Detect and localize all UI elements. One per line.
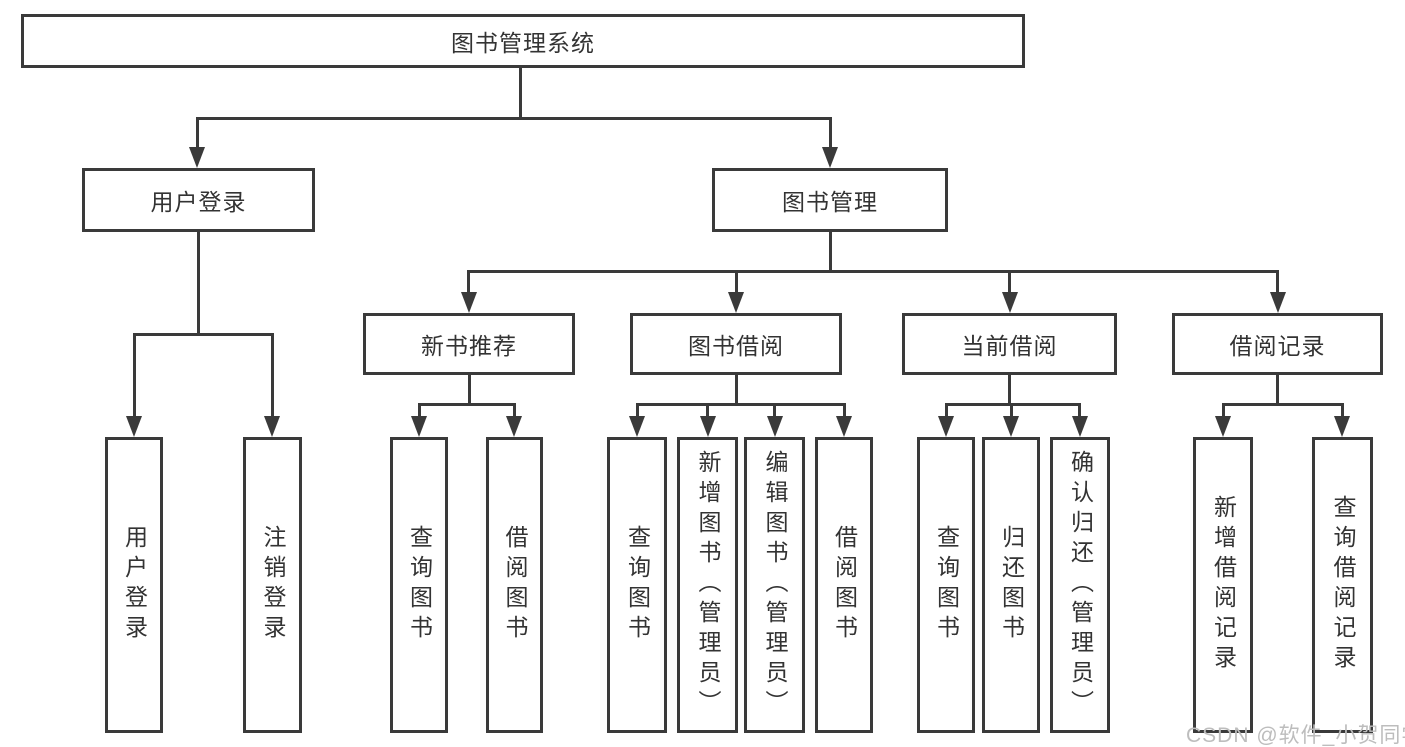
- leaf-query-book-recommend: 查询图书: [390, 437, 448, 733]
- arrowhead-icon: [728, 292, 744, 313]
- leaf-label: 借阅图书: [831, 525, 858, 645]
- leaf-label: 查询图书: [933, 525, 960, 645]
- node-book-borrow: 图书借阅: [630, 313, 842, 375]
- connector-segment: [636, 403, 845, 406]
- leaf-query-borrow-record: 查询借阅记录: [1312, 437, 1373, 733]
- leaf-borrow-book: 借阅图书: [815, 437, 873, 733]
- connector-segment: [945, 403, 1081, 406]
- arrowhead-icon: [822, 147, 838, 168]
- connector-segment: [1222, 403, 1225, 419]
- connector-segment: [636, 403, 639, 419]
- leaf-add-book-admin: 新增图书（管理员）: [677, 437, 738, 733]
- node-new-book-recommend: 新书推荐: [363, 313, 575, 375]
- node-label: 图书借阅: [688, 333, 784, 359]
- leaf-user-login: 用户登录: [105, 437, 163, 733]
- connector-segment: [196, 117, 832, 120]
- connector-segment: [197, 230, 200, 336]
- arrowhead-icon: [938, 416, 954, 437]
- arrowhead-icon: [767, 416, 783, 437]
- arrowhead-icon: [1215, 416, 1231, 437]
- node-label: 新书推荐: [421, 333, 517, 359]
- node-label: 借阅记录: [1229, 333, 1326, 359]
- leaf-logout: 注销登录: [243, 437, 302, 733]
- node-borrow-records: 借阅记录: [1172, 313, 1383, 375]
- connector-segment: [843, 403, 846, 419]
- leaf-label: 借阅图书: [502, 525, 528, 645]
- connector-segment: [1222, 403, 1344, 406]
- connector-segment: [519, 66, 522, 119]
- arrowhead-icon: [1270, 292, 1286, 313]
- node-root-label: 图书管理系统: [451, 30, 595, 56]
- connector-segment: [196, 117, 199, 150]
- connector-segment: [467, 270, 470, 296]
- leaf-label: 查询图书: [624, 525, 651, 645]
- connector-segment: [945, 403, 948, 419]
- leaf-label: 新增图书（管理员）: [695, 450, 721, 720]
- connector-segment: [735, 270, 738, 296]
- node-label: 图书管理: [782, 189, 878, 215]
- node-user-login: 用户登录: [82, 168, 315, 232]
- arrowhead-icon: [700, 416, 716, 437]
- connector-segment: [1341, 403, 1344, 419]
- arrowhead-icon: [629, 416, 645, 437]
- node-label: 用户登录: [150, 189, 247, 215]
- connector-segment: [133, 333, 136, 419]
- arrowhead-icon: [836, 416, 852, 437]
- connector-segment: [133, 333, 274, 336]
- connector-segment: [468, 373, 471, 406]
- arrowhead-icon: [126, 416, 142, 437]
- leaf-label: 编辑图书（管理员）: [762, 450, 788, 720]
- arrowhead-icon: [506, 416, 522, 437]
- leaf-label: 注销登录: [260, 525, 286, 645]
- arrowhead-icon: [461, 292, 477, 313]
- connector-segment: [1010, 403, 1013, 419]
- leaf-label: 用户登录: [121, 525, 148, 645]
- leaf-return-book: 归还图书: [982, 437, 1040, 733]
- node-root: 图书管理系统: [21, 14, 1025, 68]
- arrowhead-icon: [1072, 416, 1088, 437]
- leaf-add-borrow-record: 新增借阅记录: [1193, 437, 1253, 733]
- connector-segment: [735, 373, 738, 406]
- connector-segment: [418, 403, 515, 406]
- connector-segment: [1078, 403, 1081, 419]
- connector-segment: [271, 333, 274, 419]
- connector-segment: [1008, 270, 1011, 296]
- connector-segment: [513, 403, 516, 419]
- arrowhead-icon: [1002, 292, 1018, 313]
- arrowhead-icon: [1003, 416, 1019, 437]
- connector-segment: [773, 403, 776, 419]
- leaf-confirm-return-admin: 确认归还（管理员）: [1050, 437, 1110, 733]
- leaf-label: 确认归还（管理员）: [1067, 450, 1094, 720]
- leaf-label: 归还图书: [998, 525, 1025, 645]
- connector-segment: [467, 270, 1279, 273]
- connector-segment: [1276, 373, 1279, 406]
- node-book-management: 图书管理: [712, 168, 948, 232]
- connector-segment: [1276, 270, 1279, 296]
- connector-segment: [829, 230, 832, 273]
- leaf-query-book-borrow: 查询图书: [607, 437, 667, 733]
- leaf-label: 查询借阅记录: [1330, 495, 1356, 675]
- arrowhead-icon: [264, 416, 280, 437]
- leaf-edit-book-admin: 编辑图书（管理员）: [744, 437, 805, 733]
- connector-segment: [829, 117, 832, 150]
- connector-segment: [1008, 373, 1011, 406]
- connector-segment: [418, 403, 421, 419]
- arrowhead-icon: [189, 147, 205, 168]
- node-current-borrow: 当前借阅: [902, 313, 1117, 375]
- leaf-label: 新增借阅记录: [1210, 495, 1237, 675]
- leaf-label: 查询图书: [406, 525, 433, 645]
- leaf-query-book-current: 查询图书: [917, 437, 975, 733]
- arrowhead-icon: [1334, 416, 1350, 437]
- leaf-borrow-book-recommend: 借阅图书: [486, 437, 543, 733]
- node-label: 当前借阅: [961, 333, 1058, 359]
- connector-segment: [706, 403, 709, 419]
- arrowhead-icon: [411, 416, 427, 437]
- watermark: CSDN @软件_小贺同学: [1186, 724, 1405, 747]
